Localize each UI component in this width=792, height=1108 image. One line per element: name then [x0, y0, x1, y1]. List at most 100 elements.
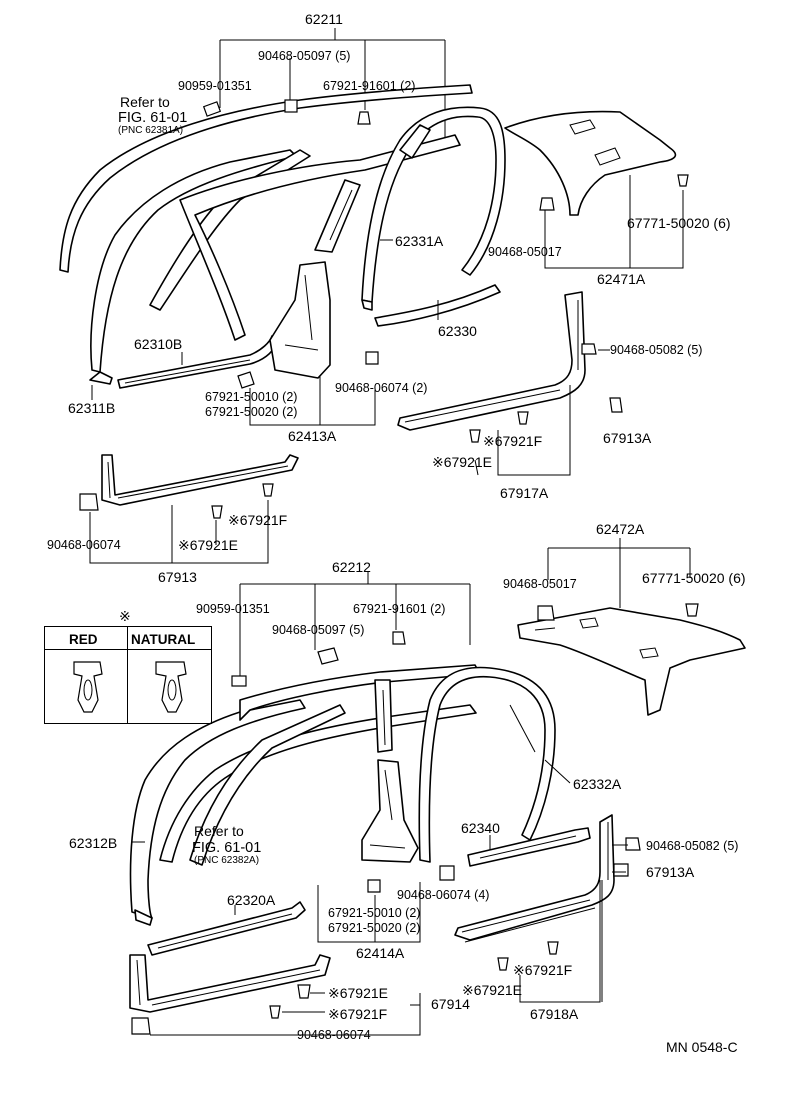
label-67921E-sill-lower: ※67921E [328, 985, 388, 1001]
label-67921-91601-lower: 67921-91601 (2) [353, 602, 446, 616]
label-62340: 62340 [461, 820, 500, 836]
label-67921-50010-lower: 67921-50010 (2) [328, 906, 421, 920]
clip-90468-05017 [539, 197, 555, 211]
label-67771-50020: 67771-50020 (6) [627, 215, 731, 231]
label-67913A: 67913A [603, 430, 652, 446]
label-67921F-lower: ※67921F [513, 962, 573, 978]
clip-90468-06074-sill-lower [131, 1017, 151, 1035]
label-90468-05097-lower: 90468-05097 (5) [272, 623, 365, 637]
label-67921F: ※67921F [483, 433, 543, 449]
clip-67771-50020-lower [685, 603, 699, 617]
roof-trim-lower [239, 664, 481, 721]
clip-90468-06074 [365, 351, 379, 365]
clip-67921-50010 [237, 371, 255, 389]
legend-red: RED [69, 632, 98, 647]
clip-67921-91601-lower [392, 631, 406, 645]
sill-trim-67914 [129, 954, 331, 1013]
front-pillar-trim [149, 149, 311, 311]
label-67921E-lower: ※67921E [462, 982, 522, 998]
quarter-trim-62471A [504, 110, 677, 216]
refer-fig-lower: FIG. 61-01 [192, 840, 262, 856]
label-67921-50010: 67921-50010 (2) [205, 390, 298, 404]
callout-lines-62211 [219, 28, 446, 140]
clip-90468-05082-lower [625, 837, 641, 851]
clip-90468-06074-lower [439, 865, 455, 881]
label-67921F-sill-lower: ※67921F [328, 1006, 388, 1022]
label-67921-50020-lower: 67921-50020 (2) [328, 921, 421, 935]
label-62331A: 62331A [395, 233, 444, 249]
clip-67921-91601 [357, 111, 371, 125]
roof-trim-panel [179, 134, 461, 341]
clip-67921E-sill [211, 505, 223, 519]
refer-text-lower: Refer to [194, 823, 244, 839]
label-90468-06074: 90468-06074 (2) [335, 381, 428, 395]
label-62312B: 62312B [69, 835, 118, 851]
label-90468-06074-b: 90468-06074 [47, 538, 121, 552]
label-67921E: ※67921E [432, 454, 492, 470]
clip-90959-01351-lower [231, 675, 247, 687]
label-62211: 62211 [305, 11, 343, 27]
clip-67921F-sill-lower [269, 1005, 281, 1019]
legend-clip-red [73, 661, 103, 713]
label-90468-06074-lower: 90468-06074 (4) [397, 888, 490, 902]
clip-67913A-lower [613, 863, 629, 877]
label-90468-05082-lower: 90468-05082 (5) [646, 839, 739, 853]
label-67917A: 67917A [500, 485, 549, 501]
legend-mark: ※ [119, 608, 131, 624]
roof-rail-lower [159, 704, 477, 863]
diagram-code: MN 0548-C [666, 1039, 738, 1055]
clip-67771-50020 [677, 174, 689, 187]
lower-quarter-trim-67917A [397, 291, 586, 431]
label-62413A: 62413A [288, 428, 337, 444]
quarter-trim-62472A [517, 607, 746, 716]
refer-text-upper: Refer to [120, 94, 170, 110]
clip-90468-05082 [581, 343, 597, 355]
callout-lines-upper [89, 175, 684, 564]
label-62471A: 62471A [597, 271, 646, 287]
clip-67921-50010-lower [367, 879, 381, 893]
callout-lines-lower [132, 759, 628, 1036]
label-67921E-sill: ※67921E [178, 537, 238, 553]
label-62311B: 62311B [68, 400, 116, 416]
legend-clip-natural [155, 661, 187, 713]
label-90468-05017: 90468-05017 [488, 245, 562, 259]
label-62330: 62330 [438, 323, 477, 339]
clip-67921F-lower [547, 941, 559, 955]
clip-67921E-upper [469, 429, 481, 443]
label-67921-50020: 67921-50020 (2) [205, 405, 298, 419]
rear-door-opening-lower [418, 666, 556, 863]
label-67918A: 67918A [530, 1006, 579, 1022]
label-62310B: 62310B [134, 336, 183, 352]
label-67913A-lower: 67913A [646, 864, 695, 880]
sill-trim-67913 [101, 454, 299, 506]
label-90959-01351: 90959-01351 [178, 79, 252, 93]
label-90468-06074-sill-lower: 90468-06074 [297, 1028, 371, 1042]
clip-67913A [609, 397, 623, 413]
refer-pnc-upper: (PNC 62381A) [118, 125, 184, 136]
clip-67921E-lower [497, 957, 509, 971]
front-pillar-lower [189, 704, 346, 866]
clip-90468-05097 [284, 99, 298, 113]
label-67921-91601: 67921-91601 (2) [323, 79, 416, 93]
clip-90959-01351 [202, 101, 222, 117]
label-62414A: 62414A [356, 945, 405, 961]
legend-box: RED NATURAL [44, 626, 212, 724]
refer-fig-upper: FIG. 61-01 [118, 110, 188, 126]
lower-quarter-trim-67918A [454, 814, 615, 941]
clip-67921E-sill-lower [297, 984, 311, 999]
clip-67921F-sill [262, 483, 274, 497]
label-67913: 67913 [158, 569, 197, 585]
clip-90468-05097-lower [317, 647, 339, 665]
door-opening-trim-62312B [129, 699, 306, 919]
label-62332A: 62332A [573, 776, 622, 792]
label-90959-01351-lower: 90959-01351 [196, 602, 270, 616]
center-pillar-trim-62414A [361, 759, 419, 863]
label-62320A: 62320A [227, 892, 276, 908]
legend-natural: NATURAL [131, 632, 196, 647]
center-pillar-trim-62413A [269, 261, 331, 379]
clip-90468-06074-b [79, 493, 99, 511]
label-67771-50020-lower: 67771-50020 (6) [642, 570, 746, 586]
sill-plate-62320A [147, 901, 306, 956]
clip-90468-05017-lower [537, 605, 555, 621]
